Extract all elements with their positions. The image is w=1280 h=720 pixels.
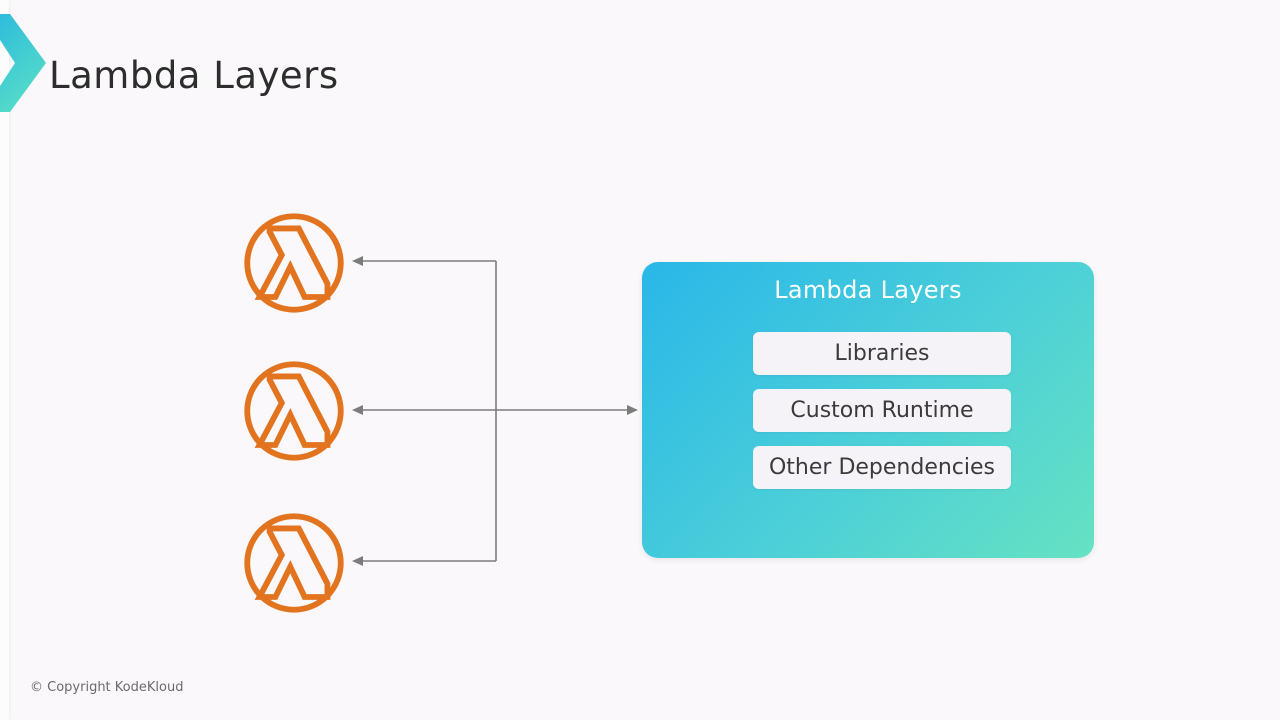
- connector-arrows: [352, 256, 638, 566]
- panel-item-custom-runtime: Custom Runtime: [753, 389, 1011, 432]
- panel-item-list: Libraries Custom Runtime Other Dependenc…: [753, 332, 1011, 489]
- left-edge-strip: [0, 0, 9, 720]
- kodekloud-logo-chevron-icon: [0, 14, 46, 112]
- arrowhead-middle-left-icon: [352, 405, 363, 415]
- copyright-notice: © Copyright KodeKloud: [30, 680, 184, 695]
- panel-title: Lambda Layers: [774, 276, 962, 304]
- panel-item-other-dependencies: Other Dependencies: [753, 446, 1011, 489]
- arrowhead-middle-right-icon: [627, 405, 638, 415]
- aws-lambda-icon: [243, 212, 345, 314]
- aws-lambda-icon: [243, 512, 345, 614]
- lambda-layers-panel: Lambda Layers Libraries Custom Runtime O…: [642, 262, 1094, 558]
- arrowhead-bottom-left-icon: [352, 556, 363, 566]
- aws-lambda-icon: [243, 360, 345, 462]
- page-title: Lambda Layers: [49, 54, 339, 97]
- arrowhead-top-left-icon: [352, 256, 363, 266]
- panel-item-libraries: Libraries: [753, 332, 1011, 375]
